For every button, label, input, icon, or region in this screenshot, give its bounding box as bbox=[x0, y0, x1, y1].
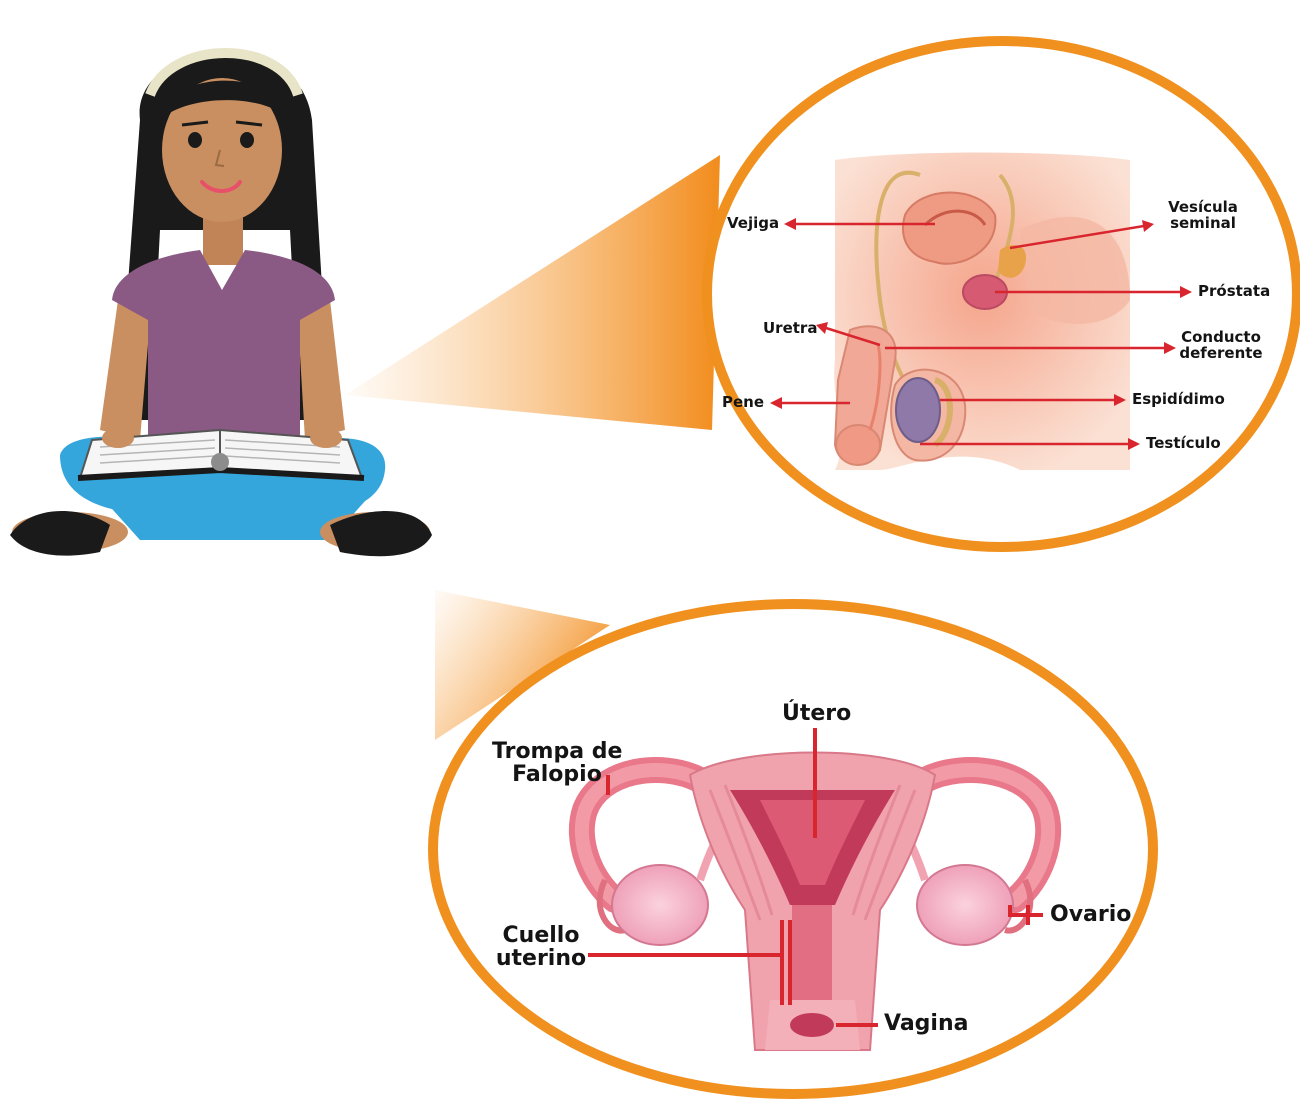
label-trompa-line1: Trompa de bbox=[492, 740, 622, 763]
label-vejiga: Vejiga bbox=[727, 216, 779, 232]
label-uretra: Uretra bbox=[763, 321, 817, 337]
light-beam-top bbox=[345, 155, 720, 430]
label-cuello-line2: uterino bbox=[495, 947, 587, 970]
label-cuello-uterino: Cuello uterino bbox=[495, 924, 587, 970]
label-trompa-de-falopio: Trompa de Falopio bbox=[492, 740, 622, 786]
label-cuello-line1: Cuello bbox=[495, 924, 587, 947]
label-conducto-deferente: Conducto deferente bbox=[1176, 330, 1266, 362]
label-utero: Útero bbox=[782, 702, 851, 725]
girl-reading-book-icon bbox=[10, 52, 432, 556]
label-prostata: Próstata bbox=[1198, 284, 1270, 300]
label-vesicula-seminal: Vesícula seminal bbox=[1158, 200, 1248, 232]
male-reproductive-system-illustration bbox=[834, 153, 1130, 471]
label-vagina: Vagina bbox=[884, 1012, 968, 1035]
label-ovario: Ovario bbox=[1050, 903, 1131, 926]
label-espididimo: Espidídimo bbox=[1132, 392, 1225, 408]
label-pene: Pene bbox=[722, 395, 764, 411]
label-trompa-line2: Falopio bbox=[492, 763, 622, 786]
label-conducto-line2: deferente bbox=[1176, 346, 1266, 362]
label-testiculo: Testículo bbox=[1146, 436, 1221, 452]
label-vesicula-line2: seminal bbox=[1158, 216, 1248, 232]
